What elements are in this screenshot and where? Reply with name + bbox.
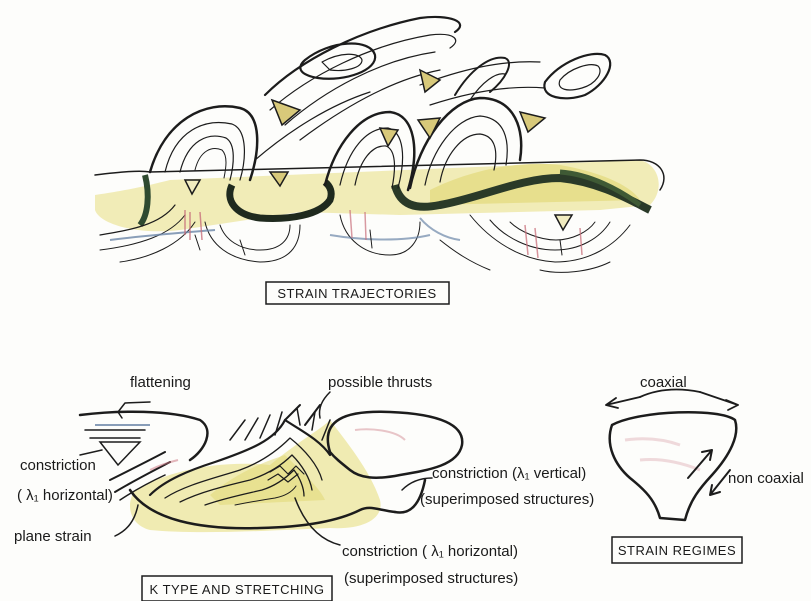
svg-text:STRAIN REGIMES: STRAIN REGIMES: [618, 543, 736, 558]
label-coaxial: coaxial: [640, 374, 687, 391]
strain-regimes-title: STRAIN REGIMES: [612, 537, 742, 563]
label-flattening: flattening: [130, 374, 191, 391]
label-plane-strain: plane strain: [14, 528, 92, 545]
strain-regimes-sketch: [606, 389, 738, 520]
k-type-title: K TYPE AND STRETCHING: [142, 576, 332, 601]
svg-text:K TYPE AND STRETCHING: K TYPE AND STRETCHING: [150, 582, 325, 597]
label-constriction-vertical: constriction (λ₁ vertical): [432, 465, 586, 482]
label-superimposed-2: (superimposed structures): [344, 570, 518, 587]
strain-trajectories-title: STRAIN TRAJECTORIES: [266, 282, 449, 304]
strain-trajectories-sketch: [95, 17, 664, 272]
label-non-coaxial: non coaxial: [728, 470, 804, 487]
k-type-sketch: [80, 392, 462, 545]
label-constriction-left: constriction: [20, 457, 96, 474]
label-superimposed-1: (superimposed structures): [420, 491, 594, 508]
svg-text:STRAIN TRAJECTORIES: STRAIN TRAJECTORIES: [277, 286, 436, 301]
label-lambda-horizontal-left: ( λ₁ horizontal): [17, 487, 113, 504]
label-possible-thrusts: possible thrusts: [328, 374, 432, 391]
label-constriction-horizontal: constriction ( λ₁ horizontal): [342, 543, 518, 560]
